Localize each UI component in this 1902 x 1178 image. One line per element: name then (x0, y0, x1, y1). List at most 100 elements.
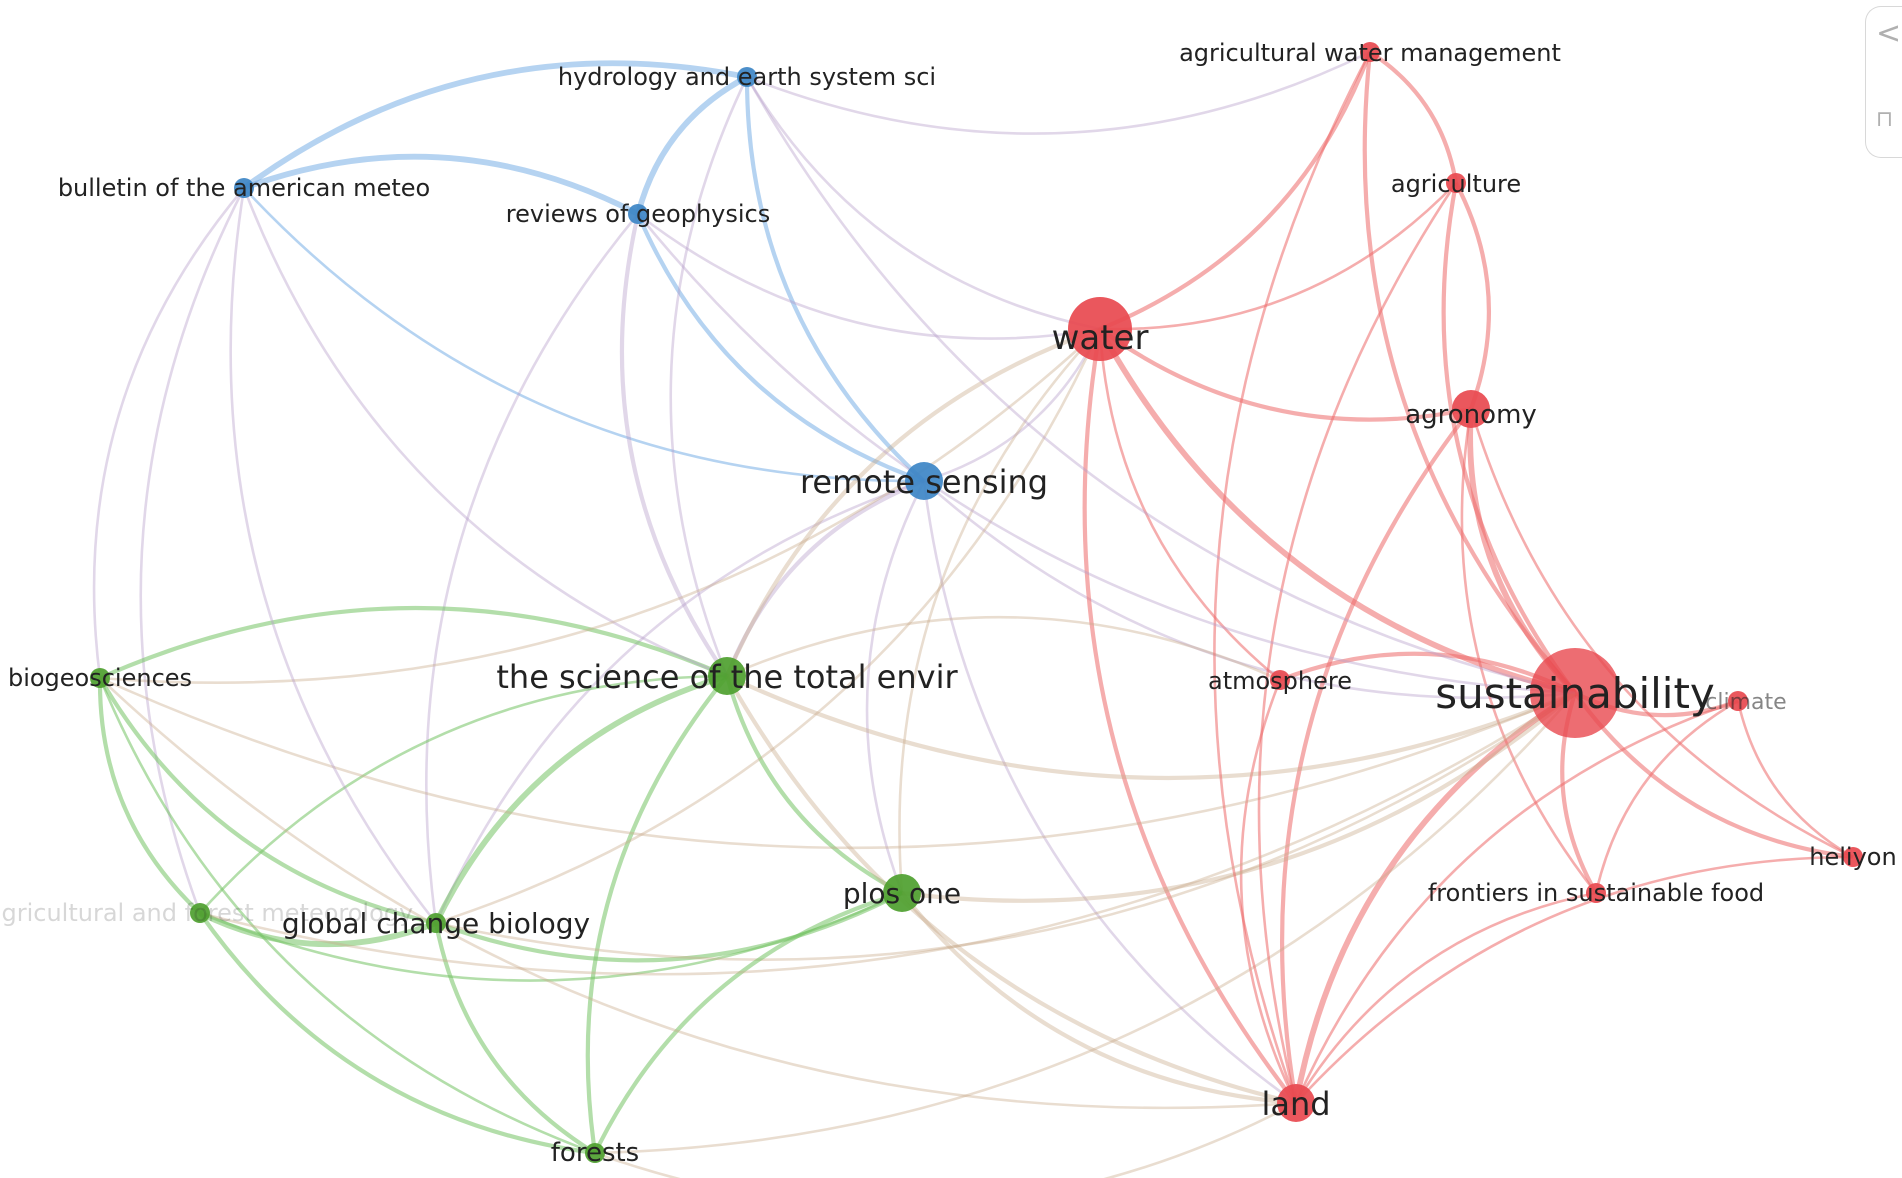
edge-hydrology-water (745, 76, 1101, 331)
node-climate[interactable] (1728, 691, 1748, 711)
edge-bulletin-biogeo (92, 187, 245, 679)
edge-globalchange-water (435, 328, 1102, 925)
node-remote[interactable] (905, 462, 943, 500)
edge-biogeo-forests (98, 677, 596, 1155)
edge-remote-sustainability (923, 480, 1576, 700)
node-frontiers[interactable] (1586, 883, 1606, 903)
edge-water-atmosphere (1098, 328, 1281, 682)
node-agriculture[interactable] (1446, 173, 1466, 193)
edge-forests-sustainability (594, 692, 1576, 1155)
edge-water-plosone (898, 328, 1101, 894)
label-heliyon: heliyon (1809, 843, 1896, 871)
edge-bulletin-science (242, 187, 728, 678)
edge-heliyon-land (1295, 855, 1854, 1104)
label-agronomy: agronomy (1405, 400, 1537, 430)
edge-agriculture-sustainability (1441, 182, 1577, 695)
edge-reviews-sustainability (636, 213, 1576, 695)
node-agforest[interactable] (190, 903, 210, 923)
collapse-panel-icon[interactable]: < (1876, 16, 1902, 51)
edge-reviews-science (619, 213, 729, 678)
node-water[interactable] (1068, 297, 1132, 361)
edge-biogeo-land (99, 677, 1297, 1110)
pin-panel-icon[interactable]: ⊓ (1876, 107, 1894, 132)
label-remote: remote sensing (800, 463, 1048, 501)
label-science: the science of the total envir (496, 658, 958, 696)
edge-hydrology-agwater (746, 50, 1371, 135)
edge-bulletin-globalchange (229, 187, 438, 924)
node-atmosphere[interactable] (1270, 670, 1290, 690)
node-biogeo[interactable] (90, 668, 110, 688)
label-hydrology: hydrology and earth system sci (558, 63, 936, 91)
edge-science-biogeo (99, 605, 728, 680)
edge-climate-frontiers (1594, 699, 1739, 894)
edge-water-land (1082, 328, 1298, 1105)
edge-globalchange-forests (433, 922, 597, 1155)
edge-forests-land (594, 1101, 1297, 1178)
node-plosone[interactable] (883, 874, 921, 912)
edge-water-agriculture (1099, 182, 1457, 331)
label-land: land (1261, 1085, 1330, 1123)
edge-reviews-remote (636, 213, 925, 483)
edge-water-agwater (1099, 51, 1372, 331)
edge-agriculture-agwater (1368, 50, 1459, 184)
node-globalchange[interactable] (426, 913, 446, 933)
edge-hydrology-bulletin (242, 60, 748, 191)
edge-agronomy-land (1279, 407, 1473, 1104)
edge-science-sustainability (726, 674, 1576, 781)
edge-biogeo-sustainability (99, 676, 1576, 850)
label-water: water (1052, 318, 1149, 358)
node-heliyon[interactable] (1843, 847, 1863, 867)
label-bulletin: bulletin of the american meteo (58, 174, 430, 202)
edge-globalchange-plosone (435, 891, 903, 963)
edge-globalchange-sustainability (435, 691, 1576, 961)
label-forests: forests (551, 1138, 639, 1168)
edge-sustainability-land (1293, 690, 1577, 1104)
edge-water-agronomy (1098, 327, 1472, 422)
edge-climate-land (1294, 699, 1739, 1104)
edge-layer (92, 50, 1854, 1178)
edge-reviews-bulletin (243, 153, 640, 217)
edge-reviews-globalchange (425, 213, 640, 924)
edge-science-globalchange (433, 673, 728, 925)
edge-hydrology-remote (744, 76, 926, 483)
node-sustainability[interactable] (1530, 648, 1620, 738)
edge-biogeo-agforest (97, 677, 202, 915)
side-panel: < ⊓ (1865, 6, 1902, 158)
edge-remote-globalchange (434, 479, 925, 924)
edge-bulletin-remote (243, 187, 925, 483)
label-globalchange: global change biology (282, 907, 590, 940)
node-agwater[interactable] (1360, 42, 1380, 62)
node-agronomy[interactable] (1452, 390, 1490, 428)
label-agwater: agricultural water management (1179, 39, 1561, 67)
label-atmosphere: atmosphere (1208, 667, 1352, 695)
edge-bulletin-agforest (139, 187, 246, 914)
edge-reviews-water (637, 212, 1101, 340)
edge-agforest-forests (198, 911, 596, 1156)
edge-science-land (725, 674, 1297, 1106)
edge-water-sustainability (1097, 327, 1576, 696)
node-hydrology[interactable] (737, 67, 757, 87)
edge-climate-heliyon (1736, 700, 1854, 859)
node-land[interactable] (1277, 1084, 1315, 1122)
edge-agriculture-land (1257, 182, 1458, 1104)
label-plosone: plos one (843, 877, 961, 910)
edge-remote-land (922, 480, 1297, 1105)
edge-frontiers-land (1294, 891, 1597, 1104)
node-science[interactable] (708, 657, 746, 695)
label-biogeo: biogeosciences (8, 664, 192, 692)
edge-plosone-forests (593, 890, 903, 1154)
edge-hydrology-sustainability (745, 76, 1576, 695)
edge-biogeo-water (99, 328, 1101, 684)
edge-agwater-sustainability (1362, 51, 1577, 695)
edge-hydrology-reviews (635, 74, 749, 215)
edge-remote-science (725, 479, 925, 677)
edge-atmosphere-science (726, 615, 1281, 682)
edge-sustainability-heliyon (1573, 691, 1854, 860)
node-forests[interactable] (585, 1143, 605, 1163)
node-reviews[interactable] (628, 204, 648, 224)
node-bulletin[interactable] (234, 178, 254, 198)
edge-water-science (725, 327, 1101, 677)
edge-science-forests (585, 674, 729, 1154)
edge-hydrology-science (669, 76, 749, 677)
